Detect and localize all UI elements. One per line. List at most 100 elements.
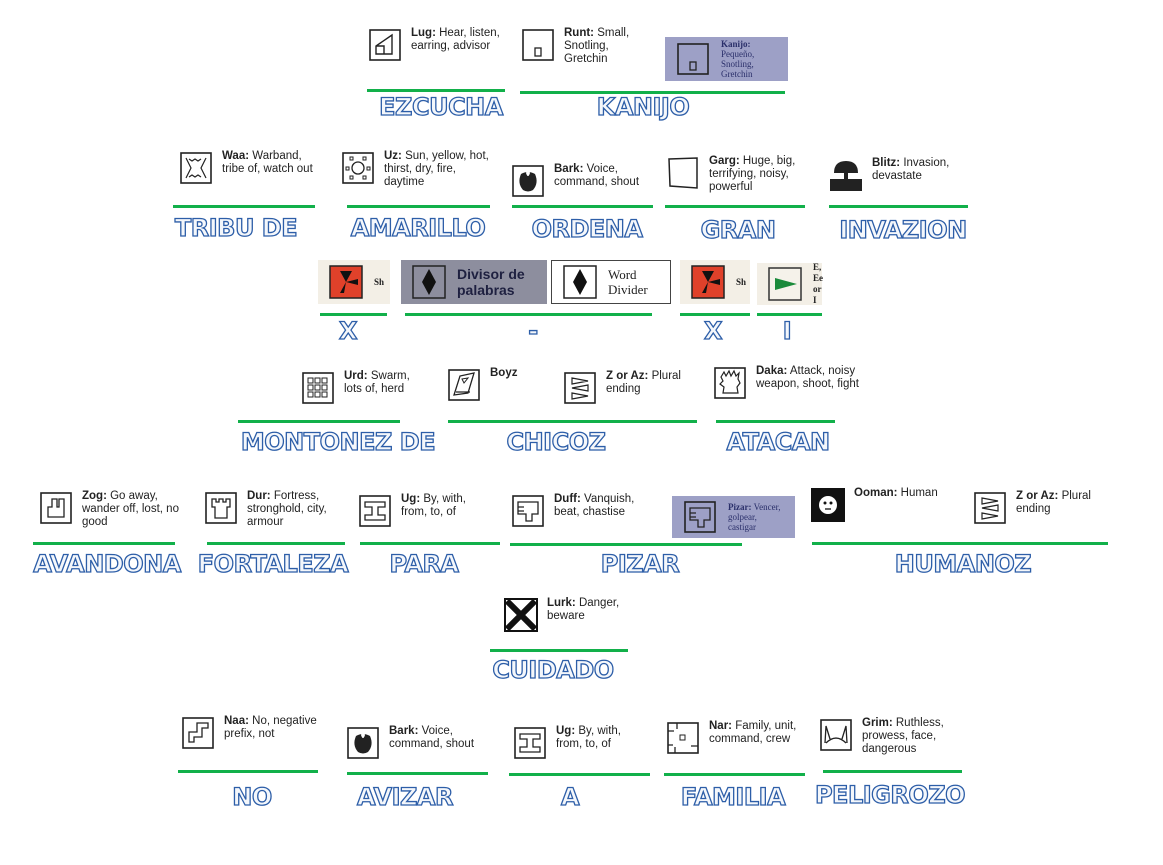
glyph-card: Lurk: Danger, beware xyxy=(503,597,637,633)
glyph-meaning: Swarm, lots of, herd xyxy=(344,370,410,395)
ug-glyph-icon xyxy=(359,495,391,527)
glyph-card: Boyz xyxy=(446,367,540,403)
translated-word: AVIZAR xyxy=(356,782,454,811)
boyz-glyph-icon xyxy=(448,369,480,401)
e-glyph-icon xyxy=(768,267,802,301)
ooman-glyph-icon xyxy=(811,488,845,522)
glyph-photo-clipping: Kanijo: Pequeño, Snotling, Gretchin xyxy=(665,37,788,81)
glyph-name: Lurk: xyxy=(547,597,576,609)
glyph-description: Ooman: Human xyxy=(854,487,954,500)
translated-word: - xyxy=(528,316,539,345)
glyph-name: Uz: xyxy=(384,150,402,162)
glyph-description: Garg: Huge, big, terrifying, noisy, powe… xyxy=(709,155,809,194)
glyph-card: Dur: Fortress, stronghold, city, armour xyxy=(203,490,347,529)
underline-divider xyxy=(812,542,1108,545)
glyph-name: Blitz: xyxy=(872,157,901,169)
urd-glyph-icon xyxy=(302,372,334,404)
glyph-name: Grim: xyxy=(862,717,893,729)
glyph-meaning: Vencer, golpear, castigar xyxy=(728,502,781,532)
underline-divider xyxy=(360,542,500,545)
dur-glyph-icon xyxy=(205,492,237,524)
glyph-meaning: Pequeño, Snotling, Gretchin xyxy=(721,49,755,79)
glyph-meaning: Small, Snotling, Gretchin xyxy=(564,27,630,65)
translated-word: TRIBU DE xyxy=(174,213,298,242)
glyph-meaning: Invasion, devastate xyxy=(872,157,950,182)
translated-word: I xyxy=(782,316,792,345)
glyph-card: Urd: Swarm, lots of, herd xyxy=(300,370,429,406)
glyph-card: Naa: No, negative prefix, not xyxy=(180,715,324,751)
glyph-photo-clipping: Sh xyxy=(318,260,390,304)
translated-word: PARA xyxy=(389,549,460,578)
glyph-card: Z or Az: Plural ending xyxy=(972,490,1116,526)
underline-divider xyxy=(207,542,345,545)
glyph-name: Garg: xyxy=(709,155,740,167)
sh-glyph-icon xyxy=(691,265,725,299)
underline-divider xyxy=(509,773,650,776)
glyph-photo-caption: Word Divider xyxy=(608,267,660,297)
glyph-name: Naa: xyxy=(224,715,249,727)
bark-glyph-icon xyxy=(347,727,379,759)
underline-divider xyxy=(829,205,968,208)
waa-glyph-icon xyxy=(180,152,212,184)
glyph-meaning: Sh xyxy=(374,276,385,287)
glyph-meaning: Huge, big, terrifying, noisy, powerful xyxy=(709,155,796,193)
glyph-name: Kanijo: xyxy=(721,39,751,49)
runt-glyph-icon xyxy=(677,43,709,75)
underline-divider xyxy=(173,205,315,208)
glyph-description: Bark: Voice, command, shout xyxy=(389,725,489,751)
glyph-meaning: Warband, tribe of, watch out xyxy=(222,150,313,175)
underline-divider xyxy=(716,420,835,423)
glyph-photo-clipping: Pizar: Vencer, golpear, castigar xyxy=(672,496,795,538)
bark-glyph-icon xyxy=(512,165,544,197)
underline-divider xyxy=(367,89,505,92)
glyph-card: Garg: Huge, big, terrifying, noisy, powe… xyxy=(665,155,809,194)
divider-glyph-icon xyxy=(563,265,597,299)
glyph-description: Ug: By, with, from, to, of xyxy=(556,725,641,751)
glyph-meaning: Fortress, stronghold, city, armour xyxy=(247,490,327,528)
glyph-name: Runt: xyxy=(564,27,595,39)
blitz-glyph-icon xyxy=(830,161,862,191)
uz-glyph-icon xyxy=(342,152,374,184)
duff-glyph-icon xyxy=(684,501,716,533)
glyph-photo-caption: Divisor de palabras xyxy=(457,266,537,298)
glyph-name: Boyz xyxy=(490,367,518,379)
translated-word: GRAN xyxy=(700,215,777,244)
glyph-meaning: By, with, from, to, of xyxy=(556,725,621,750)
naa-glyph-icon xyxy=(182,717,214,749)
plural-glyph-icon xyxy=(564,372,596,404)
lug-glyph-icon xyxy=(369,29,401,61)
translated-word: ORDENA xyxy=(531,214,644,243)
translated-word: PIZAR xyxy=(600,549,680,578)
underline-divider xyxy=(665,205,805,208)
glyph-photo-clipping: Word Divider xyxy=(551,260,671,304)
glyph-name: Waa: xyxy=(222,150,250,162)
glyph-meaning: Vanquish, beat, chastise xyxy=(554,493,635,518)
glyph-card: Runt: Small, Snotling, Gretchin xyxy=(520,27,649,66)
underline-divider xyxy=(320,313,387,316)
glyph-name: Ug: xyxy=(556,725,576,737)
glyph-card: Ug: By, with, from, to, of xyxy=(357,493,486,529)
underline-divider xyxy=(490,649,628,652)
underline-divider xyxy=(347,772,488,775)
glyph-description: Bark: Voice, command, shout xyxy=(554,163,659,189)
glyph-name: Bark: xyxy=(554,163,584,175)
translated-word: A xyxy=(560,782,580,811)
glyph-card: Grim: Ruthless, prowess, face, dangerous xyxy=(818,717,962,756)
glyph-meaning: Human xyxy=(900,487,938,499)
glyph-description: Lurk: Danger, beware xyxy=(547,597,637,623)
glyph-meaning: Voice, command, shout xyxy=(554,163,640,188)
glyph-meaning: Family, unit, command, crew xyxy=(709,720,797,745)
translated-word: NO xyxy=(232,782,273,811)
glyph-name: Nar: xyxy=(709,720,733,732)
glyph-description: Dur: Fortress, stronghold, city, armour xyxy=(247,490,347,529)
glyph-photo-caption: Pizar: Vencer, golpear, castigar xyxy=(728,502,785,532)
glyph-description: Blitz: Invasion, devastate xyxy=(872,157,977,183)
glyph-card: Blitz: Invasion, devastate xyxy=(828,157,977,193)
runt-glyph-icon xyxy=(522,29,554,61)
glyph-description: Nar: Family, unit, command, crew xyxy=(709,720,809,746)
nar-glyph-icon xyxy=(667,722,699,754)
translated-word: AMARILLO xyxy=(350,213,486,242)
glyph-card: Nar: Family, unit, command, crew xyxy=(665,720,809,756)
underline-divider xyxy=(680,313,750,316)
sh-glyph-icon xyxy=(329,265,363,299)
